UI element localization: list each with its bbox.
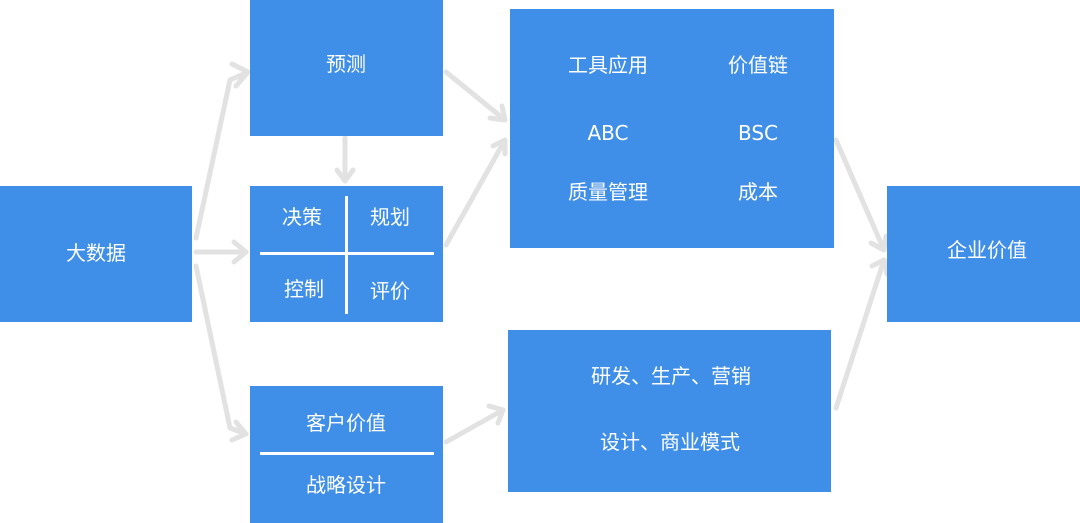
arrowhead-forecast-to-tools <box>487 103 508 123</box>
control-label: 控制 <box>284 277 324 301</box>
decision-grid-box: 决策 规划 控制 评价 <box>250 186 443 322</box>
tools-box: 工具应用 价值链 ABC BSC 质量管理 成本 <box>510 9 834 248</box>
rd-business-box: 研发、生产、营销 设计、商业模式 <box>508 330 831 492</box>
customer-strategy-divider <box>260 452 434 455</box>
quality-management-label: 质量管理 <box>568 180 648 204</box>
abc-label: ABC <box>587 121 629 145</box>
arrow-tools-to-enterprise <box>833 137 887 253</box>
design-business-model-label: 设计、商业模式 <box>600 430 740 454</box>
arrow-customer-to-rd <box>443 407 506 445</box>
cost-label: 成本 <box>738 180 778 204</box>
evaluation-label: 评价 <box>370 279 410 303</box>
arrow-bigdata-to-customer <box>193 263 249 437</box>
arrow-forecast-to-tools <box>443 69 508 123</box>
decision-label: 决策 <box>282 205 322 229</box>
arrow-rd-to-enterprise <box>833 257 887 411</box>
grid-horizontal-divider <box>260 252 434 255</box>
customer-value-label: 客户价值 <box>306 411 386 435</box>
enterprise-value-label: 企业价值 <box>947 238 1027 262</box>
planning-label: 规划 <box>370 205 410 229</box>
arrowhead-bigdata-to-decision <box>231 239 249 265</box>
big-data-box: 大数据 <box>0 186 192 322</box>
arrowhead-rd-to-enterprise <box>869 257 890 277</box>
rd-production-marketing-label: 研发、生产、营销 <box>591 364 751 388</box>
strategy-design-label: 战略设计 <box>306 473 386 497</box>
arrowhead-decision-to-tools <box>490 137 508 157</box>
forecast-label: 预测 <box>326 52 366 76</box>
arrowhead-tools-to-enterprise <box>868 233 889 253</box>
customer-strategy-box: 客户价值 战略设计 <box>250 386 443 523</box>
grid-vertical-divider <box>345 196 348 314</box>
big-data-label: 大数据 <box>66 241 126 265</box>
arrowhead-bigdata-to-forecast <box>229 61 251 89</box>
arrowhead-customer-to-rd <box>486 403 506 426</box>
tool-application-label: 工具应用 <box>568 53 648 77</box>
forecast-box: 预测 <box>250 0 443 136</box>
arrow-decision-to-tools <box>443 137 508 248</box>
arrowhead-bigdata-to-customer <box>229 419 249 443</box>
value-chain-label: 价值链 <box>728 53 788 77</box>
enterprise-value-box: 企业价值 <box>887 186 1080 322</box>
arrowhead-forecast-to-decision <box>334 167 356 184</box>
arrow-bigdata-to-forecast <box>193 69 251 241</box>
bsc-label: BSC <box>737 121 779 145</box>
